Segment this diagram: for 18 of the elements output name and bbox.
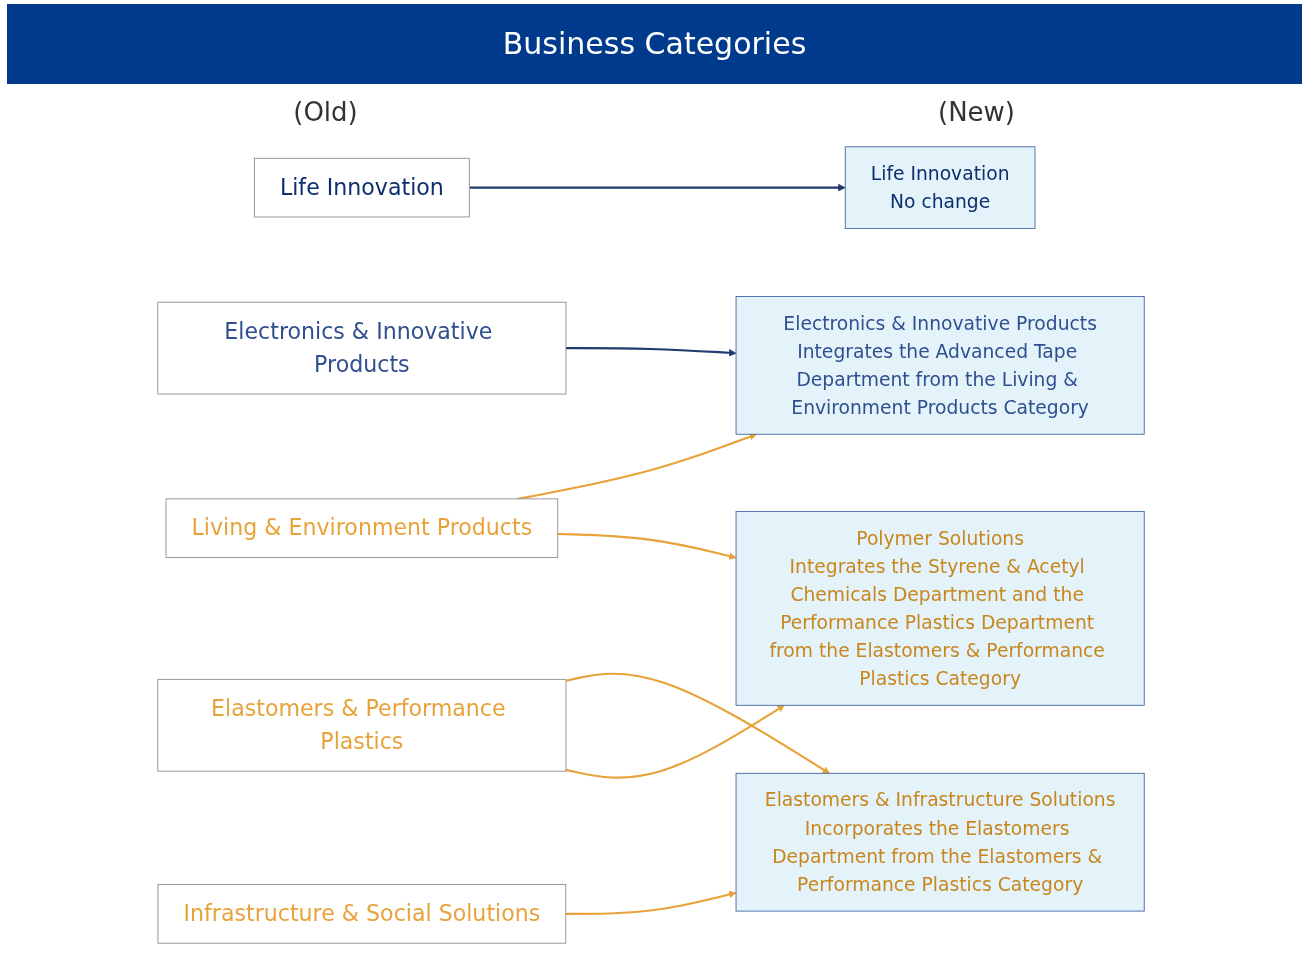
- node-box: Life Innovation No change: [844, 146, 1036, 229]
- arrow: [557, 532, 737, 560]
- arrow: [565, 672, 830, 774]
- node-box: Infrastructure & Social Solutions: [157, 884, 567, 944]
- node-box: Living & Environment Products: [165, 498, 559, 558]
- arrow: [565, 704, 785, 779]
- arrow: [469, 183, 846, 192]
- column-heading: (New): [937, 97, 1016, 127]
- node-box: Polymer Solutions Integrates the Styrene & Acetyl Chemicals Department and the Performance Plastics Department from the Elastomers & Performance Plastics Category: [735, 511, 1145, 706]
- node-box: Life Innovation: [253, 157, 470, 218]
- node-box: Electronics & Innovative Products Integrates the Advanced Tape Department from the Living & Environment Products Category: [735, 296, 1145, 435]
- node-box: Elastomers & Performance Plastics: [157, 678, 567, 772]
- node-box: Electronics & Innovative Products: [157, 301, 567, 395]
- title-banner: Business Categories: [7, 4, 1302, 84]
- arrow: [565, 890, 737, 915]
- arrow: [565, 347, 737, 357]
- column-heading: (Old): [292, 97, 359, 127]
- node-box: Elastomers & Infrastructure Solutions Incorporates the Elastomers Department from the Elastomers & Performance Plastics Category: [735, 772, 1145, 912]
